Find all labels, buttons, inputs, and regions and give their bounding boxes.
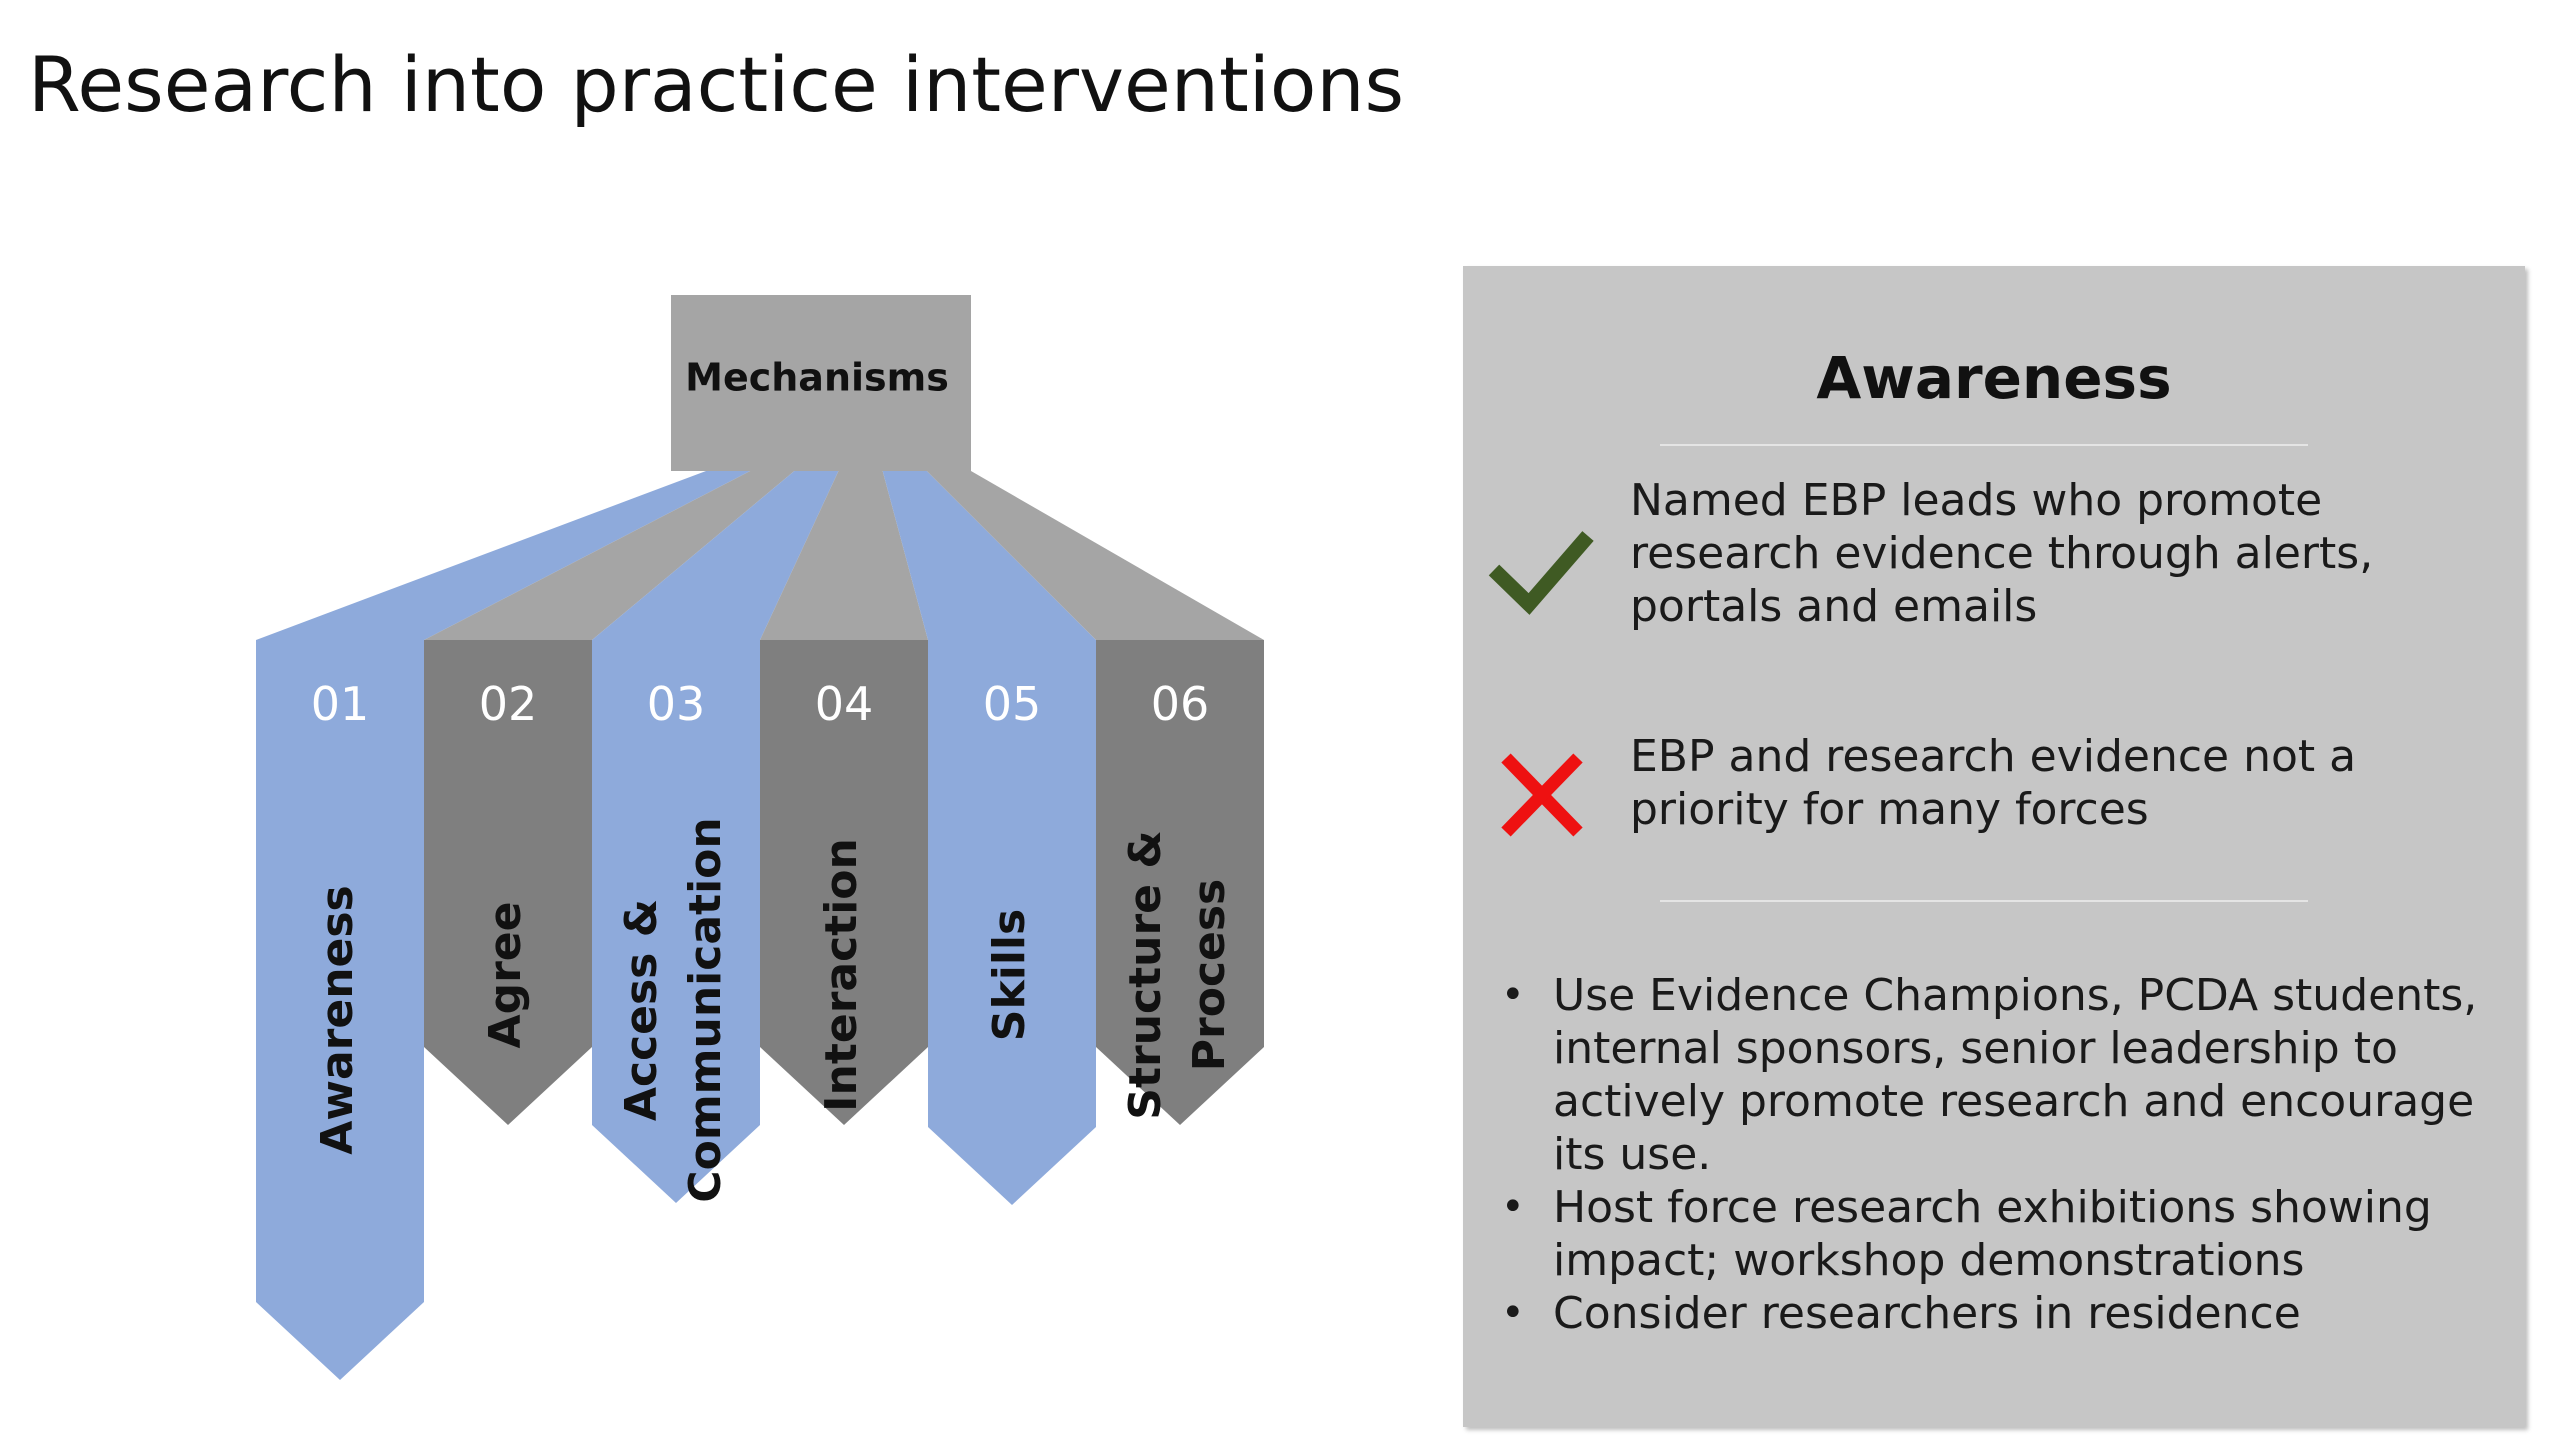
pillar-label: Access & Communication (616, 817, 731, 1202)
pillar-04 (760, 640, 928, 1125)
pillar-label: Awareness (312, 885, 363, 1154)
pillar-label-line: Process (1184, 879, 1235, 1071)
pillar-number: 03 (647, 677, 706, 731)
panel-divider (1660, 444, 2308, 446)
slide-title: Research into practice interventions (28, 40, 1405, 129)
bullet-icon: • (1501, 972, 1525, 1018)
pillar-label-line: Awareness (312, 885, 363, 1154)
list-item-text: Host force research exhibitions showing … (1553, 1182, 2432, 1286)
pillar-label-line: Structure & (1120, 830, 1171, 1119)
pro-text: Named EBP leads who promote research evi… (1630, 475, 2374, 632)
pillar-number: 02 (479, 677, 538, 731)
pillar-label: Interaction (816, 838, 867, 1112)
pillar-01 (256, 640, 424, 1380)
list-item-text: Use Evidence Champions, PCDA students, i… (1553, 970, 2478, 1180)
bullet-icon: • (1501, 1290, 1525, 1336)
list-item: • Host force research exhibitions showin… (1493, 1181, 2503, 1287)
pillar-number: 06 (1151, 677, 1210, 731)
mechanisms-box (671, 295, 971, 471)
pillar-05 (928, 640, 1096, 1205)
recommendation-list: • Use Evidence Champions, PCDA students,… (1493, 969, 2503, 1340)
pillar-number: 04 (815, 677, 874, 731)
connector-04 (760, 471, 928, 640)
con-text: EBP and research evidence not a priority… (1630, 731, 2357, 835)
pillar-number: 01 (311, 677, 370, 731)
pillar-label-line: Skills (984, 909, 1035, 1041)
connector-01 (256, 471, 751, 640)
pillar-label-line: Agree (480, 902, 531, 1049)
connector-group (256, 471, 1264, 640)
panel-heading: Awareness (1816, 344, 2172, 412)
pillar-label-line: Interaction (816, 838, 867, 1112)
pillar-number: 05 (983, 677, 1042, 731)
connector-06 (926, 471, 1264, 640)
pillar-label: Structure & Process (1120, 830, 1235, 1119)
connector-02 (424, 471, 795, 640)
pillar-label: Skills (984, 909, 1035, 1041)
connector-03 (592, 471, 839, 640)
awareness-panel: Awareness Named EBP leads who promote re… (1463, 266, 2525, 1427)
check-icon (1488, 531, 1594, 615)
cross-icon (1501, 753, 1583, 837)
pillar-06 (1096, 640, 1264, 1125)
connector-05 (882, 471, 1096, 640)
pillar-label-line: Communication (680, 817, 731, 1202)
pillar-02 (424, 640, 592, 1125)
list-item-text: Consider researchers in residence (1553, 1288, 2301, 1339)
panel-divider (1660, 900, 2308, 902)
mechanisms-label: Mechanisms (685, 356, 949, 400)
bullet-icon: • (1501, 1184, 1525, 1230)
pillar-label: Agree (480, 902, 531, 1049)
list-item: • Use Evidence Champions, PCDA students,… (1493, 969, 2503, 1181)
pillar-label-line: Access & (616, 899, 667, 1121)
pillar-03 (592, 640, 760, 1203)
list-item: • Consider researchers in residence (1493, 1287, 2503, 1340)
